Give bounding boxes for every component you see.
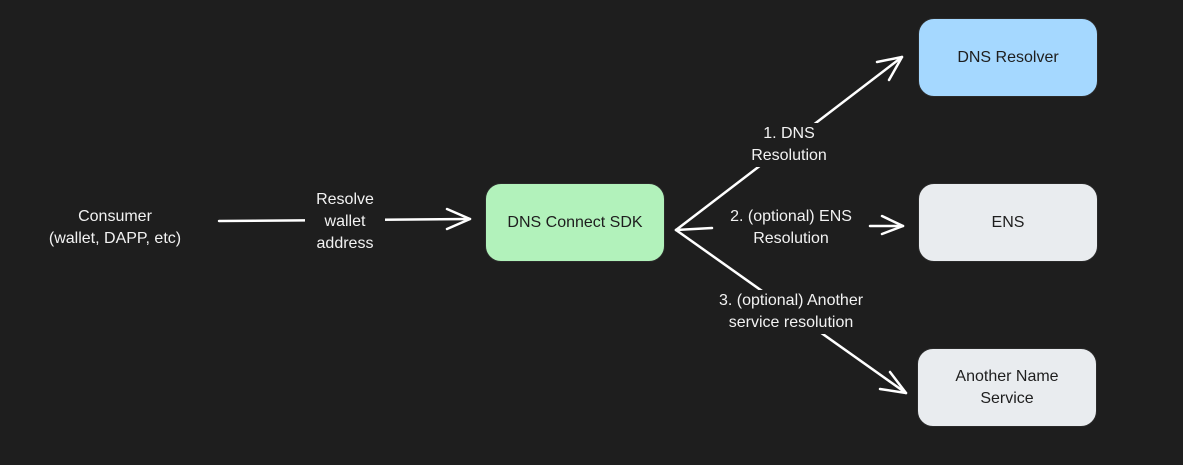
sdk-node[interactable]: DNS Connect SDK [485,183,665,262]
another-name-service-node[interactable]: Another Name Service [917,348,1097,427]
another-service-label-line1: Another Name [955,367,1059,385]
edge-label-line: Resolve [316,191,374,208]
edge-label-line: address [316,235,374,252]
arrow-sdk-to-ens [674,214,905,236]
edge-label-line: 3. (optional) Another [718,292,864,309]
sdk-label: DNS Connect SDK [507,213,643,231]
edge-label-line: wallet [324,213,366,230]
edge-label-resolve: Resolve wallet address [305,189,385,255]
edge-label-line: service resolution [728,314,854,331]
edge-label-line: 1. DNS [763,125,815,142]
ens-label: ENS [991,213,1025,231]
edge-label-dns-resolution: 1. DNS Resolution [744,123,834,167]
another-service-label-line2: Service [980,389,1034,407]
consumer-title: Consumer [78,208,152,225]
edge-label-line: Resolution [753,230,829,247]
consumer-node: Consumer (wallet, DAPP, etc) [40,206,190,250]
consumer-subtitle: (wallet, DAPP, etc) [48,230,182,247]
edge-label-ens-resolution: 2. (optional) ENS Resolution [718,206,864,250]
dns-resolver-node[interactable]: DNS Resolver [918,18,1098,97]
ens-node[interactable]: ENS [918,183,1098,262]
edge-label-line: Resolution [751,147,827,164]
edge-label-line: 2. (optional) ENS [730,208,852,225]
dns-resolver-label: DNS Resolver [957,48,1059,66]
edge-label-other-resolution: 3. (optional) Another service resolution [706,290,876,334]
